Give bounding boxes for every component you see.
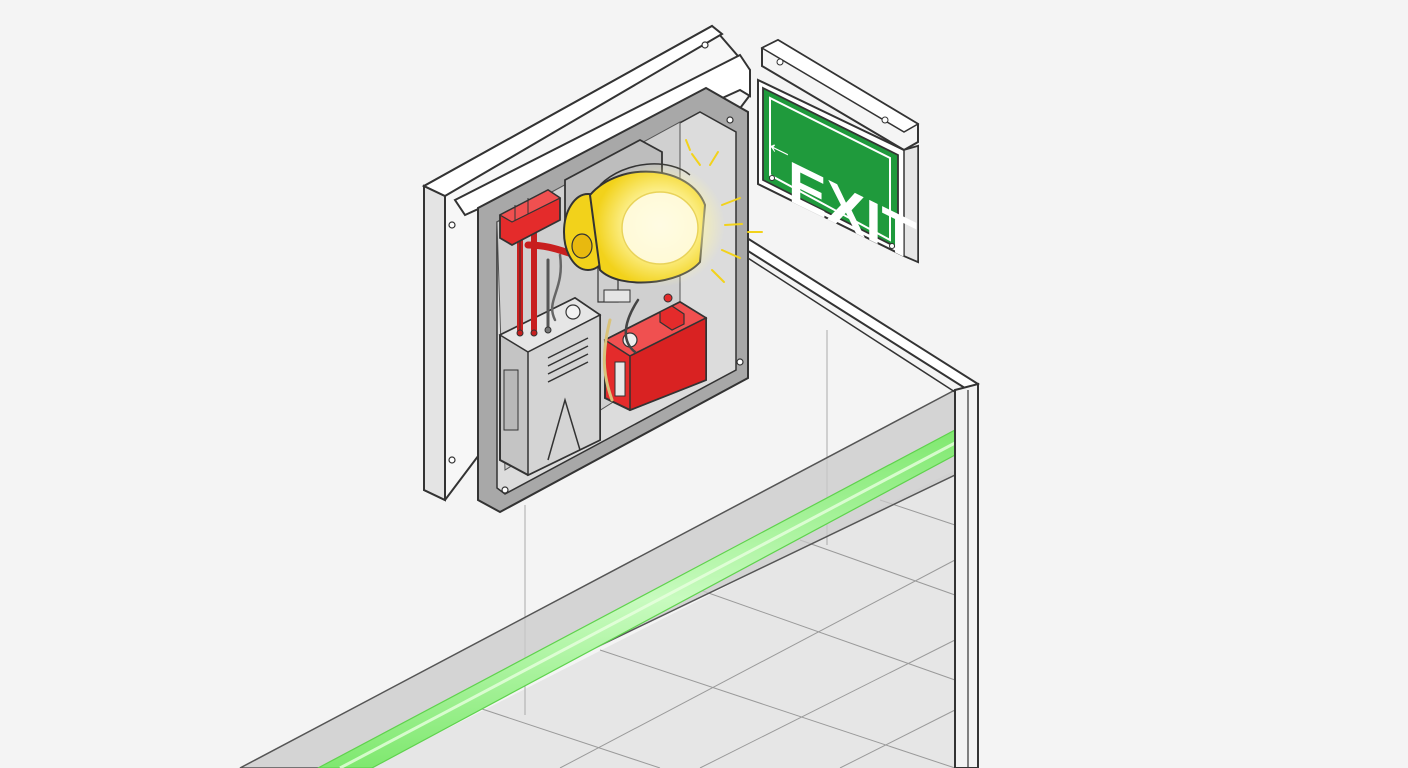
mounting-plate-top [421,24,724,198]
corridor [239,224,980,768]
screw-icon [726,116,734,124]
lamp-glow [595,139,763,287]
screw-icon [501,486,509,494]
battery [603,293,708,412]
screw-icon [448,221,456,229]
charger-module [498,296,602,477]
exit-sign: ← EXIT [757,38,920,276]
screw-icon [448,456,456,464]
emergency-unit [421,24,763,514]
cover-rail [453,53,751,217]
door-frame-inner [719,239,956,393]
door-frame-post [954,382,979,768]
screws [448,41,744,494]
exit-sign-face [762,86,899,250]
terminal-block [498,188,562,247]
screw-icon [736,358,744,366]
floor-tiles [469,499,956,768]
mounting-plate-side [423,184,446,502]
screw-icon [701,41,709,49]
strip-highlight [339,441,956,768]
door-frame-top [716,224,980,392]
